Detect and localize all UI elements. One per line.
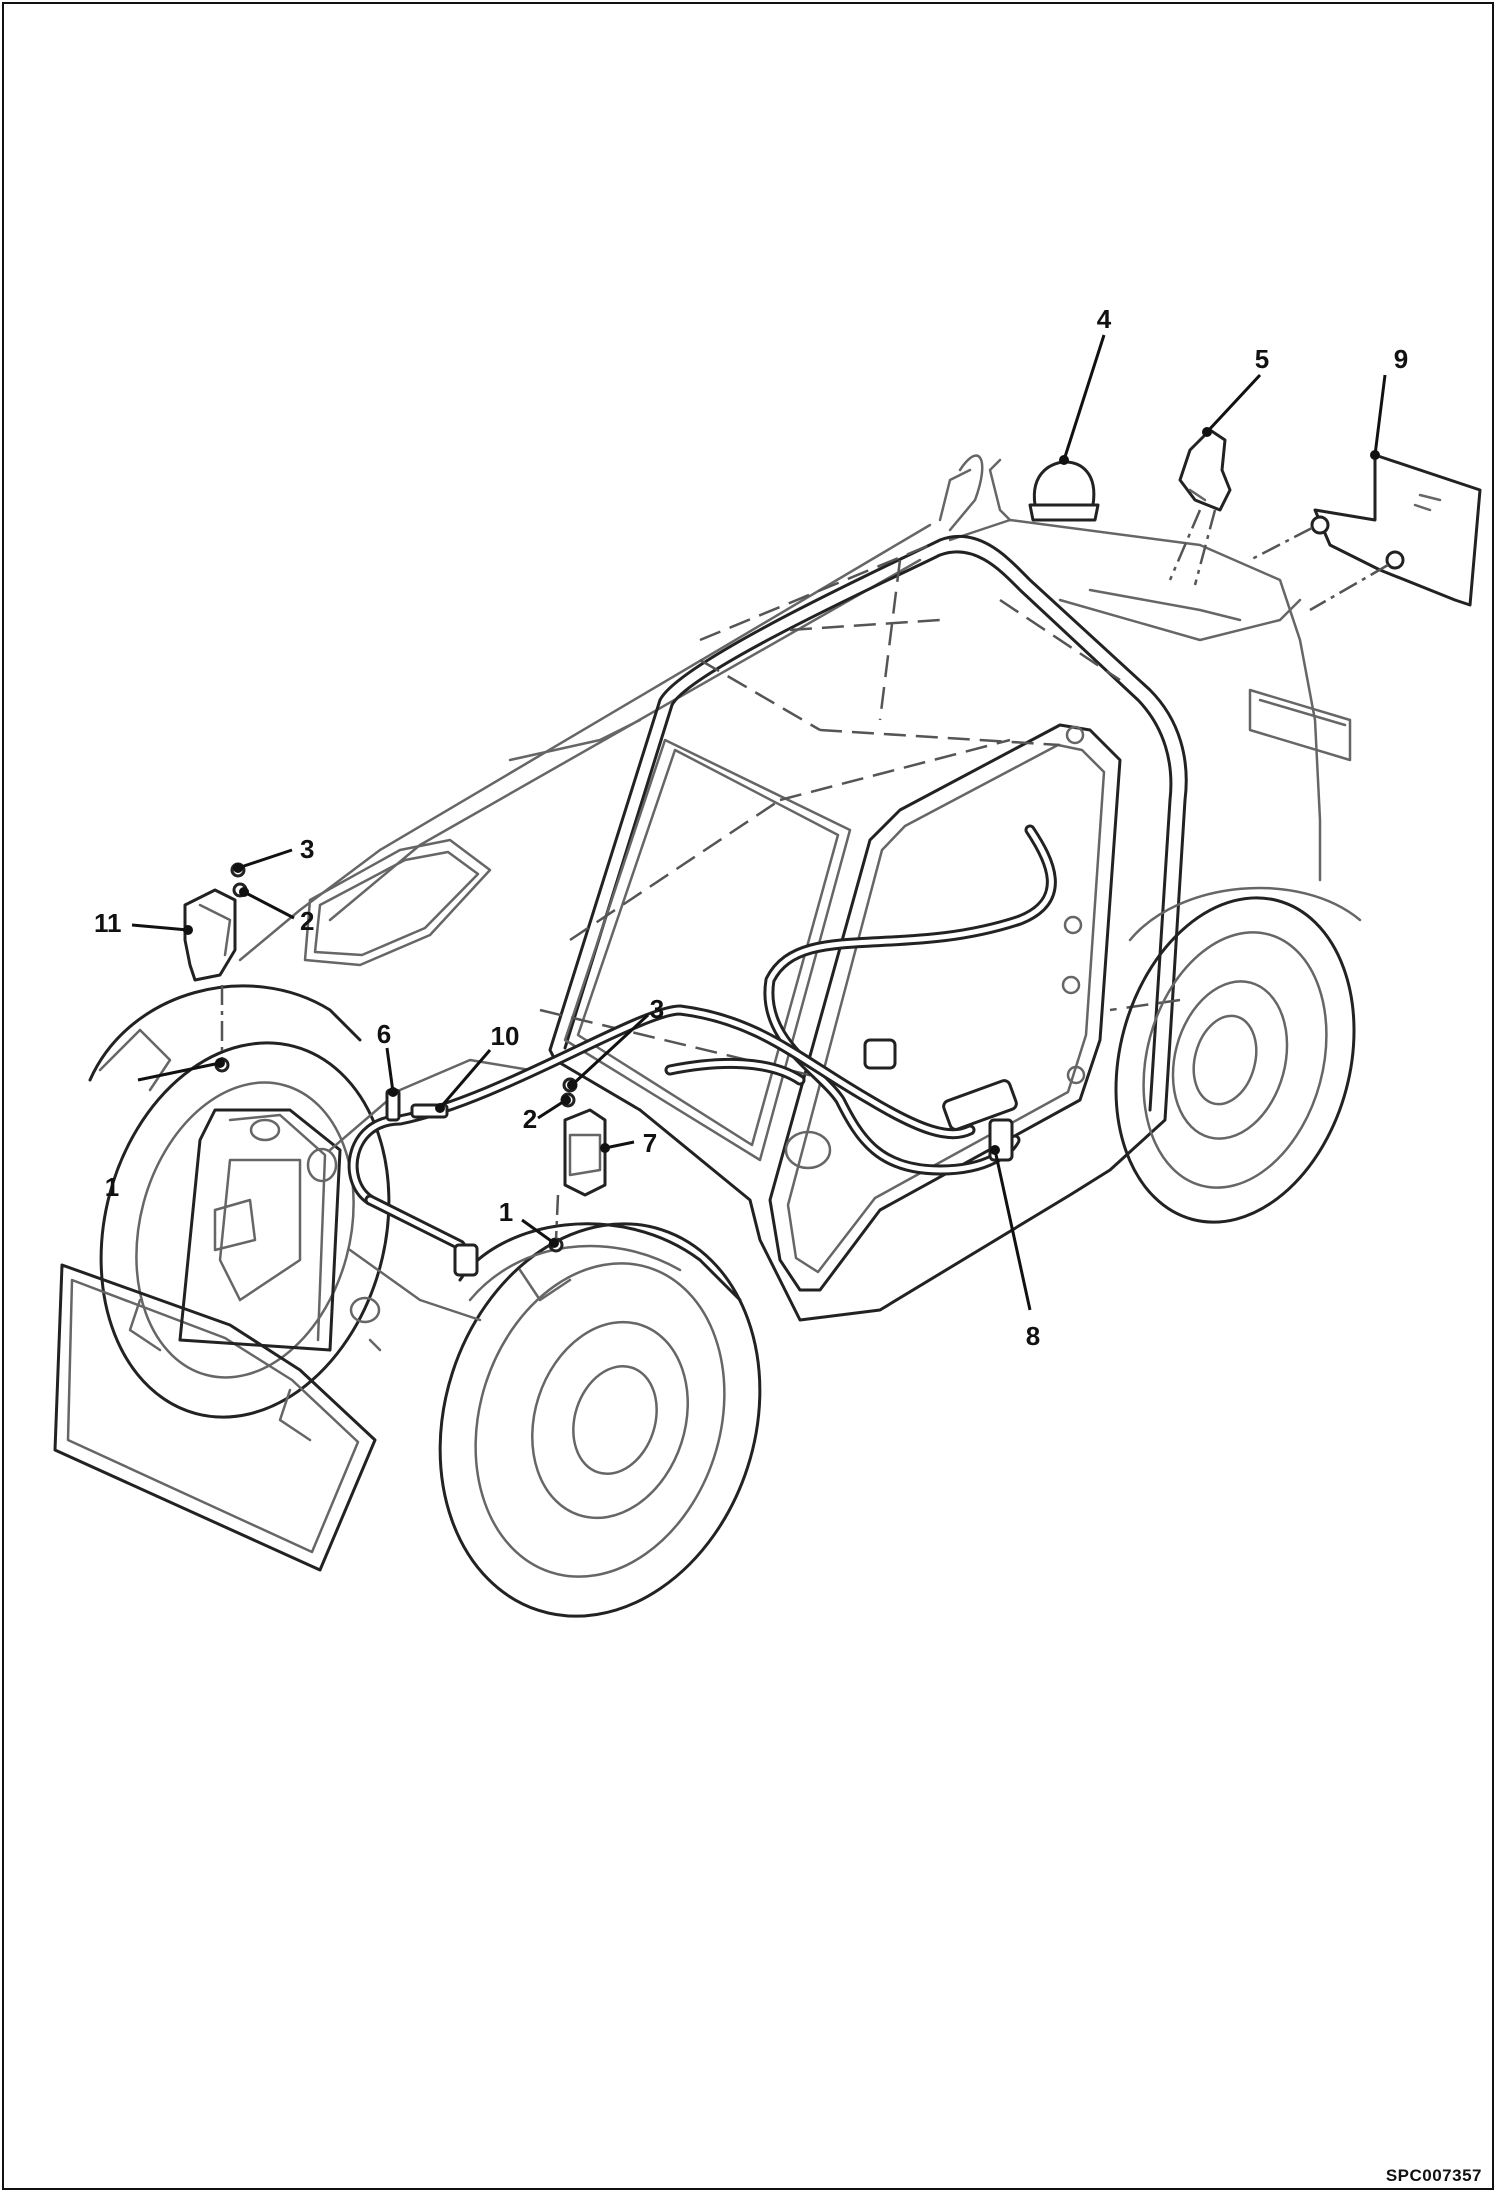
callout-9: 9 — [1394, 344, 1408, 374]
callout-2b: 2 — [523, 1104, 537, 1134]
machine-body — [53, 454, 1362, 1618]
callout-11: 11 — [94, 908, 122, 938]
part-bracket-11 — [183, 862, 248, 1060]
callout-2a: 2 — [300, 906, 314, 936]
callout-1b: 1 — [499, 1197, 513, 1227]
callout-6: 6 — [377, 1019, 391, 1049]
part-beacon-light — [1028, 460, 1100, 522]
part-bracket-5 — [1168, 428, 1232, 586]
callout-3b: 3 — [650, 994, 664, 1024]
callout-5: 5 — [1255, 344, 1269, 374]
part-plate-9 — [1249, 453, 1482, 612]
callout-labels: 4 5 9 3 2 11 1 6 10 3 2 7 1 8 — [94, 304, 1408, 1351]
callout-3a: 3 — [300, 834, 314, 864]
callout-8: 8 — [1026, 1321, 1040, 1351]
callout-leaders — [131, 334, 1387, 1311]
wiring-harness — [347, 824, 1057, 1277]
callout-7: 7 — [643, 1128, 657, 1158]
callout-1a: 1 — [105, 1172, 119, 1202]
callout-4: 4 — [1097, 304, 1112, 334]
callout-10: 10 — [491, 1021, 520, 1051]
figure-code: SPC007357 — [1385, 2166, 1482, 2185]
